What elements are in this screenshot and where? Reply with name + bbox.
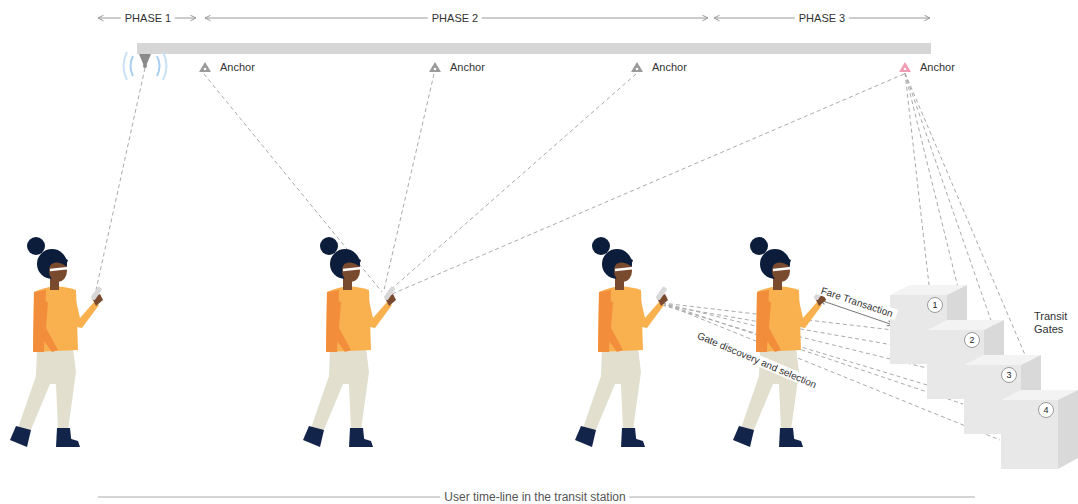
anchor-symbol [428, 61, 442, 73]
anchor-label: Anchor [918, 61, 957, 73]
callout-number: 4 [1038, 402, 1054, 418]
timeline-label: User time-line in the transit station [440, 490, 629, 504]
phase-label: PHASE 2 [428, 12, 482, 24]
anchor-node: Anchor [428, 61, 487, 73]
anchor-label: Anchor [650, 61, 689, 73]
anchor-label: Anchor [218, 61, 257, 73]
anchor-symbol [198, 61, 212, 73]
callout-number: 3 [1001, 367, 1017, 383]
callout-number: 2 [964, 332, 980, 348]
anchor-symbol [630, 61, 644, 73]
annotation-label: Transit Gates [1034, 310, 1076, 335]
callout-number: 1 [927, 297, 943, 313]
annotation-label: Fare Transaction [816, 284, 898, 321]
anchor-node: Anchor [898, 61, 957, 73]
anchor-label: Anchor [448, 61, 487, 73]
gate-box [1001, 388, 1078, 470]
anchor-node: Anchor [630, 61, 689, 73]
phase-label: PHASE 3 [795, 12, 849, 24]
signal-line [905, 73, 929, 285]
anchor-node: Anchor [198, 61, 257, 73]
transit-gate: 4 [1001, 388, 1078, 470]
anchor-symbol [898, 61, 912, 73]
signal-line [905, 73, 966, 320]
phase-label: PHASE 1 [121, 12, 175, 24]
